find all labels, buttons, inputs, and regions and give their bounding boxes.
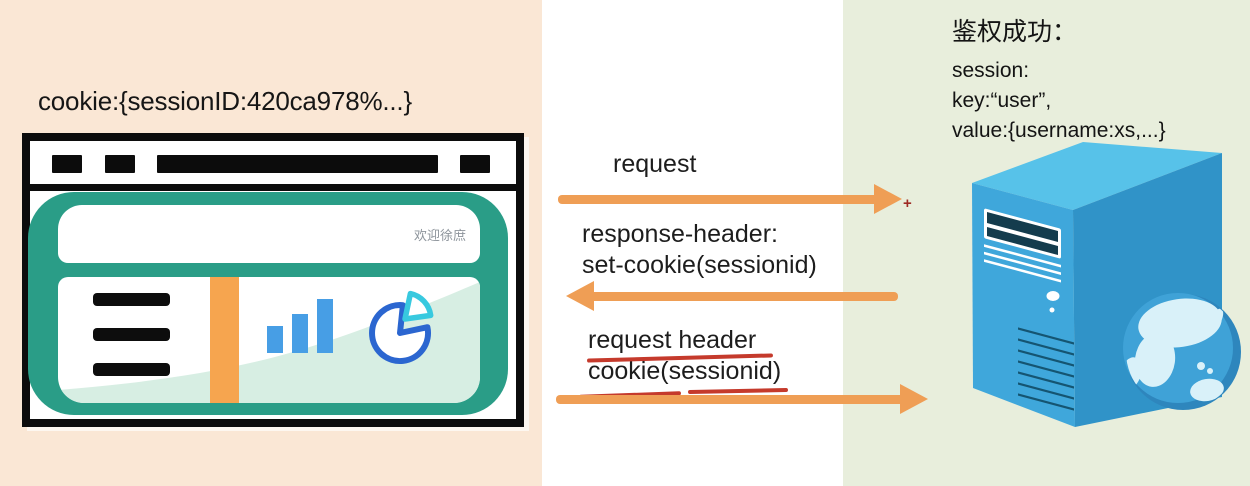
server-session-note: 鉴权成功： session: key:“user”, value:{userna… <box>952 12 1166 146</box>
browser-address-bar-icon <box>157 155 438 173</box>
server-front-panel <box>984 208 1074 411</box>
trend-wave-shape <box>58 282 480 403</box>
browser-window-illustration: 欢迎徐庶 <box>22 133 524 427</box>
welcome-user-text: 欢迎徐庶 <box>413 228 466 243</box>
pie-chart-icon <box>369 290 434 365</box>
request-arrow <box>558 184 902 214</box>
browser-topbar <box>30 141 516 191</box>
server-vents <box>1018 327 1074 411</box>
bar-chart-icon <box>267 299 333 353</box>
auth-success-title: 鉴权成功： <box>952 18 1078 46</box>
plus-mark: + <box>903 195 912 212</box>
response-header-label: response-header: set-cookie(sessionid) <box>582 220 817 279</box>
request-label: request <box>613 150 697 178</box>
browser-tab-square-icon <box>105 155 135 173</box>
browser-menu-square-icon <box>460 155 490 173</box>
browser-page-header: 欢迎徐庶 <box>58 205 480 263</box>
browser-tab-square-icon <box>52 155 82 173</box>
session-line: session: <box>952 59 1030 82</box>
session-key-line: key:“user”, <box>952 89 1052 112</box>
orange-divider-bar <box>210 277 239 403</box>
globe-icon <box>1123 293 1241 410</box>
power-light <box>1046 291 1060 301</box>
cookie-request-arrow <box>556 384 928 414</box>
server-icon <box>972 142 1241 427</box>
session-value-line: value:{username:xs,...} <box>952 119 1166 142</box>
response-arrow <box>566 281 898 311</box>
transfer-lane <box>542 0 843 486</box>
hamburger-menu-icon <box>93 293 170 376</box>
browser-page-frame: 欢迎徐庶 <box>28 192 508 415</box>
power-dot <box>1049 307 1055 313</box>
client-cookie-label: cookie:{sessionID:420ca978%...} <box>38 86 412 116</box>
server-top-face <box>972 142 1222 210</box>
browser-page-content <box>58 277 480 403</box>
